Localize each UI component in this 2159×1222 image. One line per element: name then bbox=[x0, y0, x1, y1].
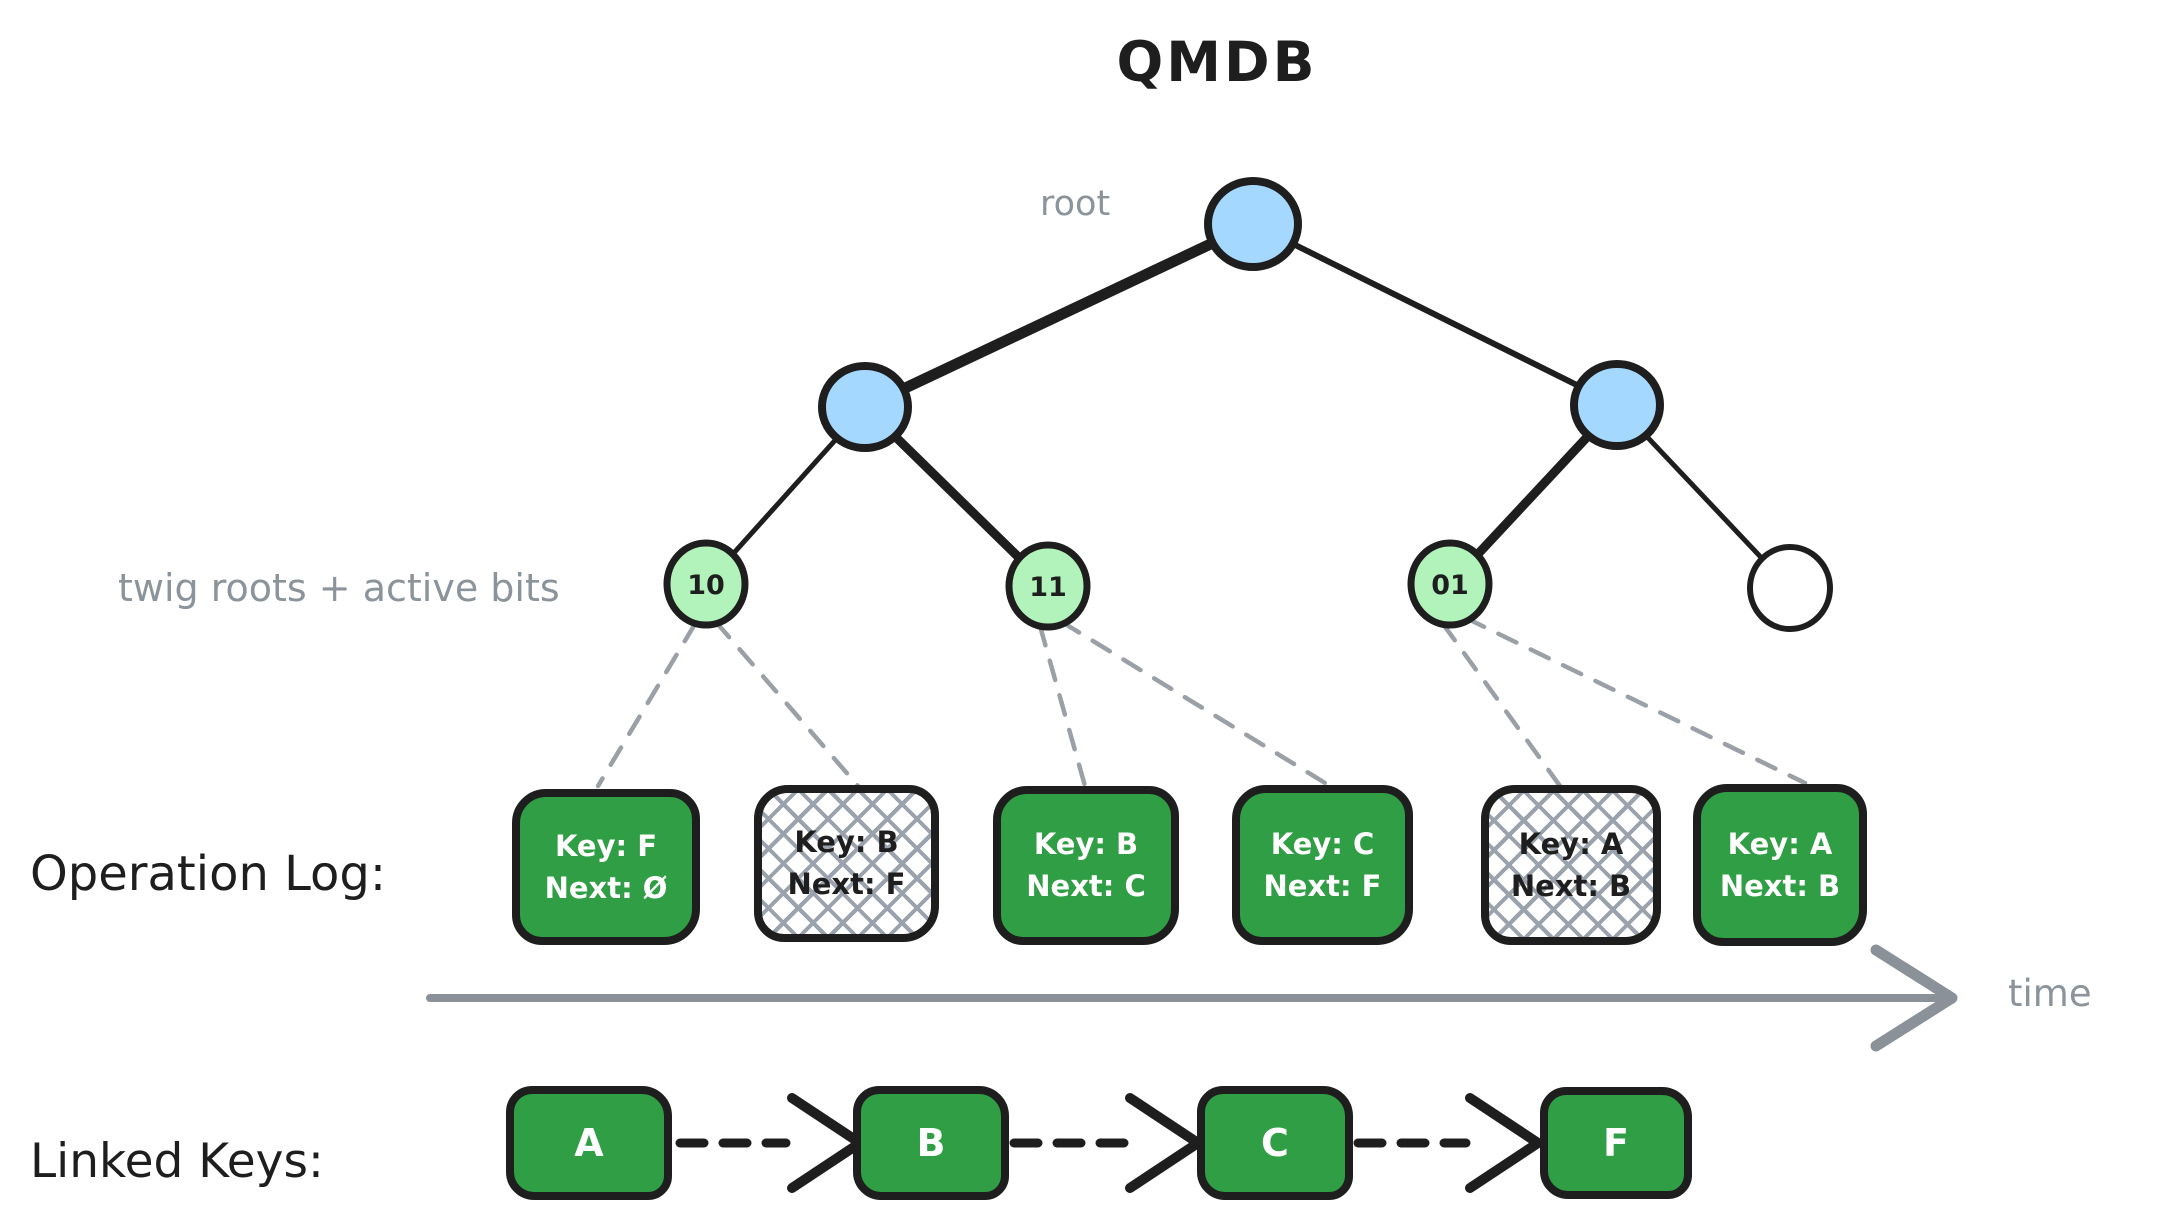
connector-10-entry2 bbox=[713, 619, 861, 789]
entry-next: Next: C bbox=[1026, 869, 1146, 903]
entry-next: Next: F bbox=[1263, 868, 1382, 903]
tree-edge-root-left bbox=[859, 218, 1259, 413]
operation-log-label: Operation Log: bbox=[30, 846, 387, 902]
internal-node-left bbox=[818, 362, 912, 452]
twig-roots-label: twig roots + active bits bbox=[118, 566, 560, 610]
entry-key: Key: A bbox=[1727, 826, 1833, 861]
linked-key-box-a: A bbox=[506, 1086, 672, 1200]
linked-arrowhead-b-c-icon bbox=[1125, 1093, 1203, 1193]
entry-key: Key: B bbox=[794, 825, 899, 859]
entry-key: Key: C bbox=[1270, 826, 1375, 861]
entry-key: Key: B bbox=[1033, 827, 1139, 861]
entry-next: Next: B bbox=[1719, 868, 1841, 903]
twig-node-11 bbox=[1005, 541, 1091, 631]
empty-twig-node bbox=[1747, 544, 1833, 632]
linked-keys-label: Linked Keys: bbox=[30, 1134, 324, 1189]
connector-10-entry1 bbox=[595, 621, 698, 789]
entry-next: Next: Ø bbox=[544, 870, 668, 905]
root-node bbox=[1204, 177, 1302, 271]
op-log-entry-4: Key: C Next: F bbox=[1232, 785, 1413, 945]
linked-arrowhead-c-f-icon bbox=[1465, 1093, 1543, 1193]
entry-next: Next: B bbox=[1510, 868, 1632, 903]
entry-next: Next: F bbox=[787, 867, 906, 901]
internal-node-right bbox=[1570, 360, 1664, 450]
linked-arrowhead-a-b-icon bbox=[787, 1093, 865, 1193]
linked-key-box-b: B bbox=[853, 1086, 1009, 1200]
connector-01-entry6 bbox=[1463, 615, 1808, 786]
twig-bits-01: 01 bbox=[1431, 570, 1469, 601]
linked-key-box-f: F bbox=[1540, 1087, 1692, 1199]
connector-11-entry4 bbox=[1059, 619, 1333, 789]
twig-bits-10: 10 bbox=[687, 570, 725, 601]
tree-edge-root-right bbox=[1250, 221, 1620, 408]
op-log-entry-3: Key: B Next: C bbox=[993, 786, 1179, 945]
op-log-entry-1: Key: F Next: Ø bbox=[512, 789, 700, 945]
connector-01-entry5 bbox=[1440, 621, 1563, 789]
connector-11-entry3 bbox=[1037, 623, 1088, 789]
op-log-entry-6: Key: A Next: B bbox=[1693, 784, 1867, 946]
twig-node-01 bbox=[1407, 539, 1493, 629]
root-label: root bbox=[1040, 184, 1111, 224]
entry-key: Key: A bbox=[1518, 826, 1624, 861]
time-axis-arrowhead-icon bbox=[1870, 944, 1958, 1052]
linked-key-box-c: C bbox=[1197, 1086, 1353, 1200]
op-log-entry-5: Key: A Next: B bbox=[1481, 785, 1661, 945]
time-axis-label: time bbox=[2008, 972, 2092, 1015]
twig-node-10 bbox=[663, 539, 749, 629]
op-log-entry-2: Key: B Next: F bbox=[754, 785, 939, 942]
diagram-title: QMDB bbox=[1116, 30, 1318, 94]
twig-bits-11: 11 bbox=[1029, 572, 1067, 603]
entry-key: Key: F bbox=[554, 828, 658, 863]
